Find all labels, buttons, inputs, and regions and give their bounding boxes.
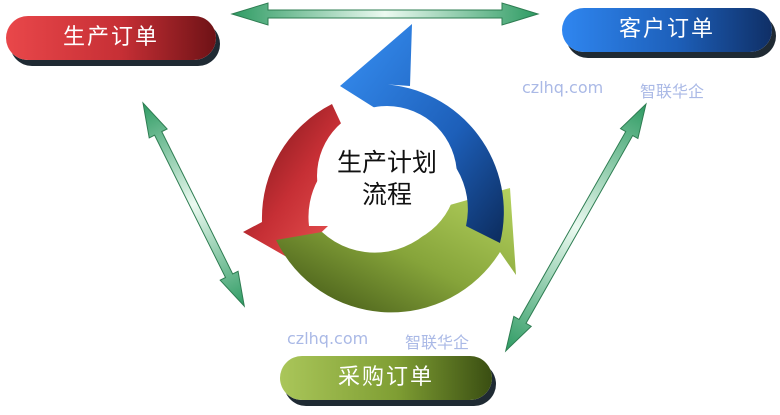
center-label: 生产计划 流程	[327, 147, 447, 211]
center-label-line1: 生产计划	[336, 148, 437, 177]
cycle-ring	[243, 24, 516, 313]
center-label-line2: 流程	[361, 180, 412, 209]
customer-order-node[interactable]: 客户订单	[562, 8, 772, 52]
cycle-segment-red	[243, 104, 352, 260]
production-order-node[interactable]: 生产订单	[6, 16, 216, 60]
double-arrow-left	[142, 101, 246, 308]
cycle-segment-green	[276, 188, 516, 313]
watermark-name-bottom: 智联华企	[405, 333, 470, 352]
watermark-site-bottom: czlhq.com	[287, 329, 369, 348]
double-arrow-top	[230, 2, 540, 26]
double-arrow-right	[504, 102, 647, 353]
watermark-site-top: czlhq.com	[522, 78, 604, 97]
purchase-order-node[interactable]: 采购订单	[280, 356, 492, 400]
watermark-name-top: 智联华企	[640, 82, 705, 101]
